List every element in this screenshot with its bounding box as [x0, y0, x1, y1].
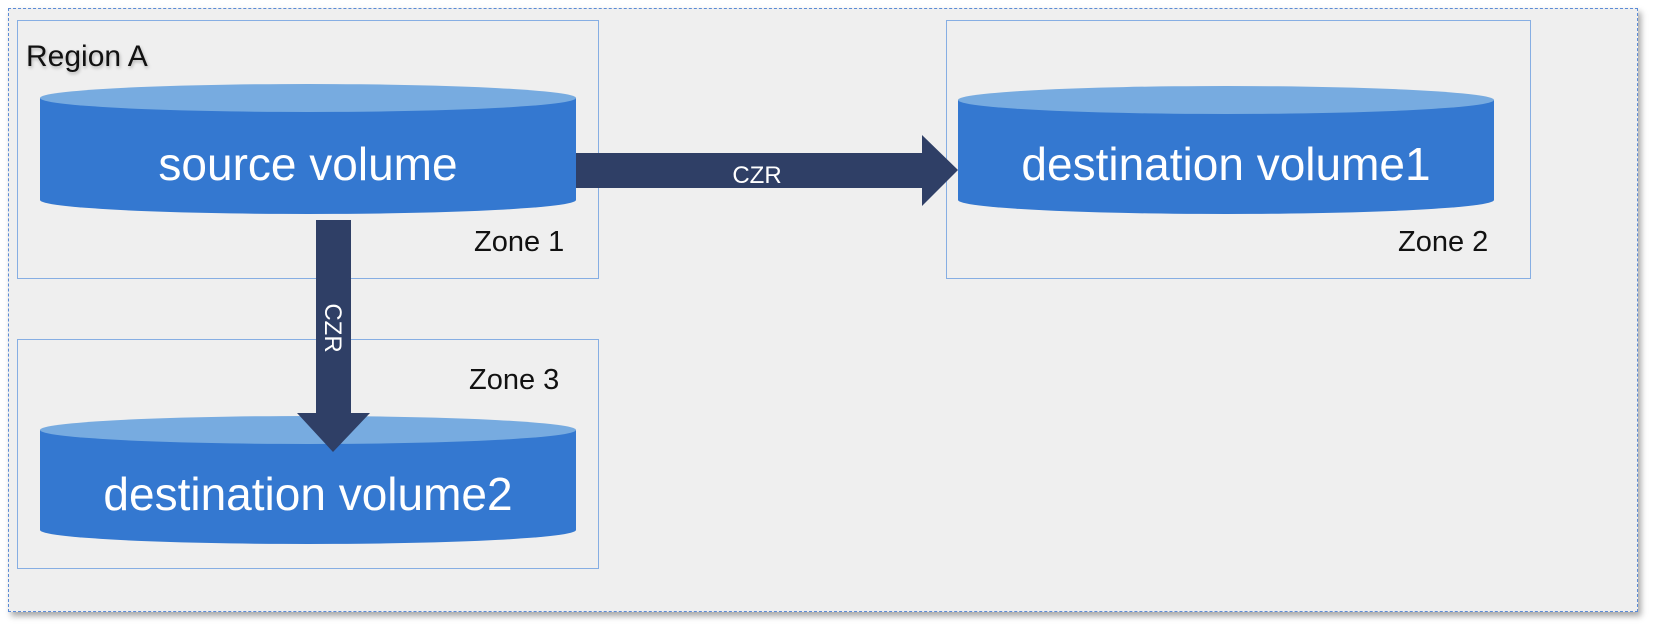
source-volume-body	[40, 98, 576, 214]
czr-arrow-vertical: CZR	[297, 220, 370, 452]
zone-3-label: Zone 3	[469, 364, 560, 396]
czr-arrow-horizontal-label: CZR	[732, 162, 781, 189]
destination-volume1-cylinder: destination volume1	[958, 86, 1494, 214]
destination-volume1-top	[958, 86, 1494, 114]
zone-3-box	[17, 339, 599, 569]
destination-volume2-label: destination volume2	[103, 468, 512, 520]
czr-arrow-vertical-shape	[297, 220, 370, 452]
destination-volume2-cylinder: destination volume2	[40, 416, 576, 544]
destination-volume1-body	[958, 100, 1494, 214]
destination-volume2-body	[40, 430, 576, 544]
region-label: Region A	[26, 40, 148, 73]
source-volume-label: source volume	[158, 138, 457, 190]
destination-volume1-label: destination volume1	[1021, 138, 1430, 190]
zone-1-box	[17, 20, 599, 279]
zone-1-label: Zone 1	[474, 226, 565, 258]
zone-2-box	[946, 20, 1531, 279]
czr-arrow-horizontal: CZR	[576, 135, 958, 206]
destination-volume2-top	[40, 416, 576, 444]
czr-arrow-vertical-label: CZR	[319, 303, 346, 352]
source-volume-top	[40, 84, 576, 112]
source-volume-cylinder: source volume	[40, 84, 576, 214]
zone-2-label: Zone 2	[1398, 226, 1489, 258]
czr-arrow-horizontal-shape	[576, 135, 958, 206]
